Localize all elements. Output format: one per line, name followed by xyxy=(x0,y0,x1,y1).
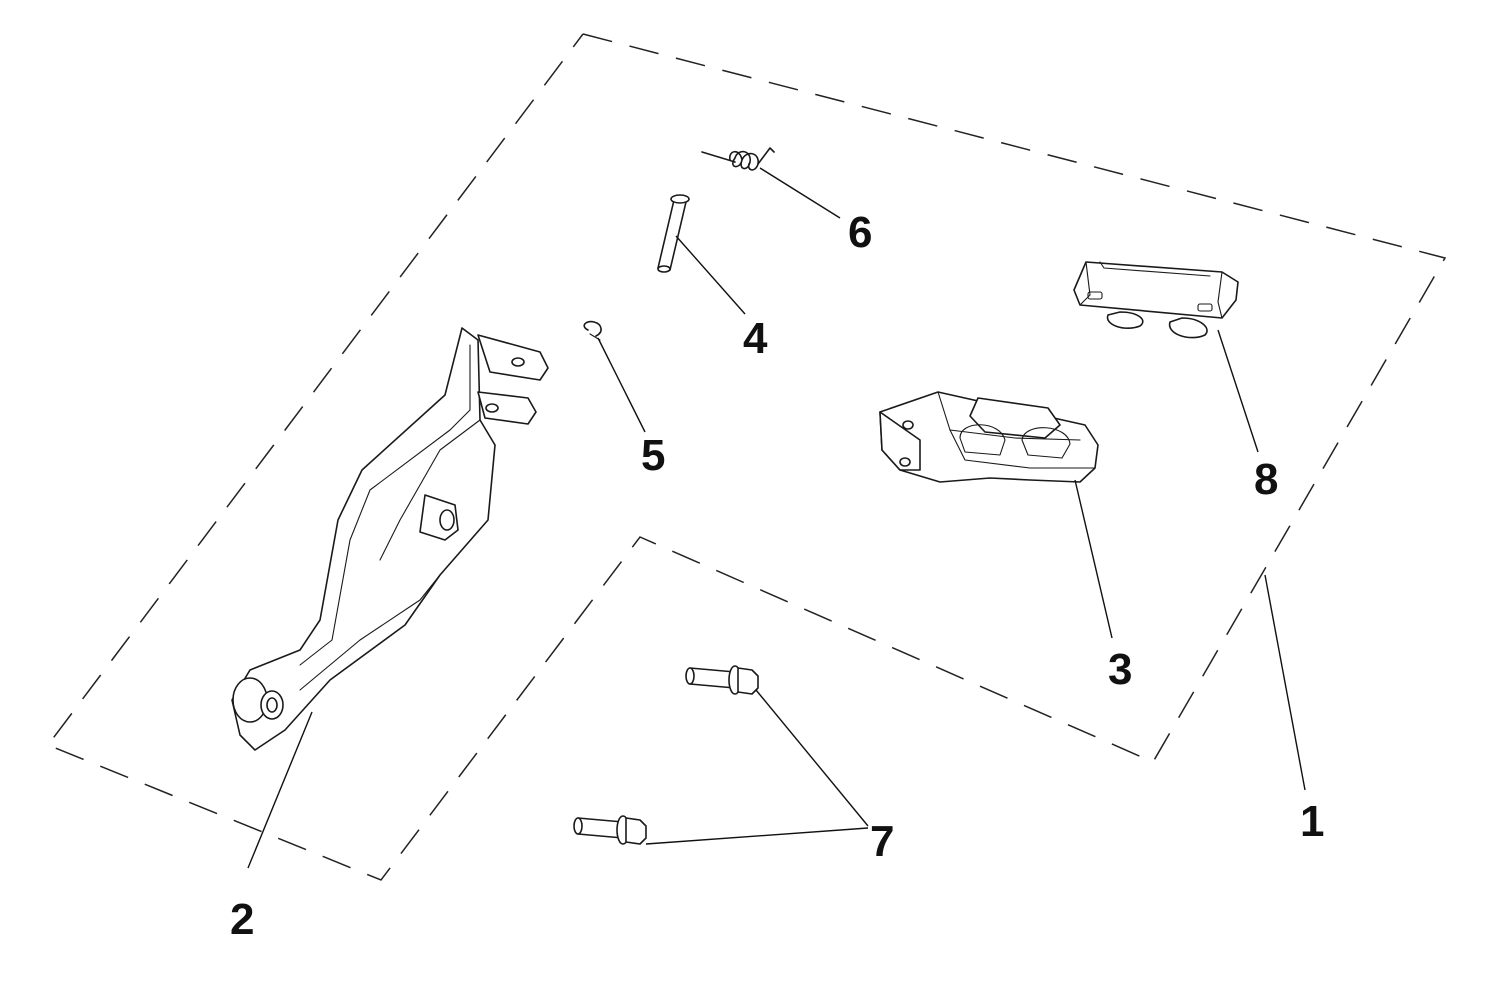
leader-line-3 xyxy=(1074,479,1113,639)
part-8-pad xyxy=(1073,261,1239,339)
leader-line-5 xyxy=(597,337,646,433)
part-3-bracket xyxy=(879,391,1099,483)
callout-7: 7 xyxy=(870,817,894,866)
callout-4: 4 xyxy=(743,314,768,363)
leader-line-2 xyxy=(247,711,313,869)
leader-line-8 xyxy=(1217,329,1259,453)
part-7-bolt-lower xyxy=(573,815,647,845)
part-5-clip xyxy=(583,320,602,341)
leader-line-7a xyxy=(755,689,869,827)
callout-2: 2 xyxy=(230,895,254,944)
leader-line-7b xyxy=(645,827,869,845)
callout-1: 1 xyxy=(1300,797,1324,846)
part-6-spring xyxy=(701,147,775,171)
callout-6: 6 xyxy=(848,208,872,257)
part-4-pin xyxy=(657,194,690,273)
part-7-bolt-upper xyxy=(685,665,759,695)
leader-line-1 xyxy=(1264,574,1306,791)
callout-3: 3 xyxy=(1108,645,1132,694)
assembly-boundary xyxy=(46,33,1447,881)
callout-8: 8 xyxy=(1254,455,1278,504)
leader-line-6 xyxy=(759,167,841,219)
leader-line-4 xyxy=(675,235,746,315)
part-2-pedal-arm xyxy=(231,327,549,751)
callout-5: 5 xyxy=(641,431,665,480)
